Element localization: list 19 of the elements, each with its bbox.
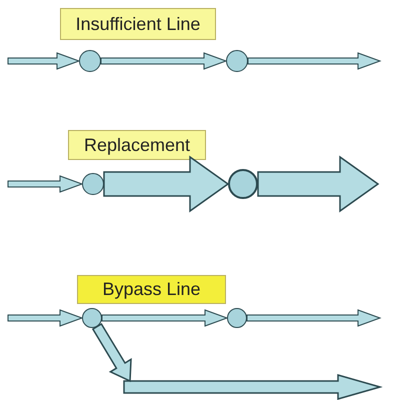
title-label: Replacement [68,130,206,160]
block-arrow [92,322,132,382]
block-arrow [246,309,382,327]
node-circle [228,169,258,199]
node-circle [79,50,101,72]
block-arrow [103,156,230,212]
block-arrow [100,52,228,70]
block-arrow [8,175,84,193]
node-circle [226,50,248,72]
node-circle [82,308,102,328]
title-label: Bypass Line [77,275,226,304]
block-arrow [102,309,228,327]
block-arrow [257,156,380,212]
node-circle [227,308,247,328]
block-arrow [248,52,382,70]
node-circle [82,173,104,195]
block-arrow [8,52,80,70]
title-label: Insufficient Line [60,8,216,40]
block-arrow [8,309,84,327]
